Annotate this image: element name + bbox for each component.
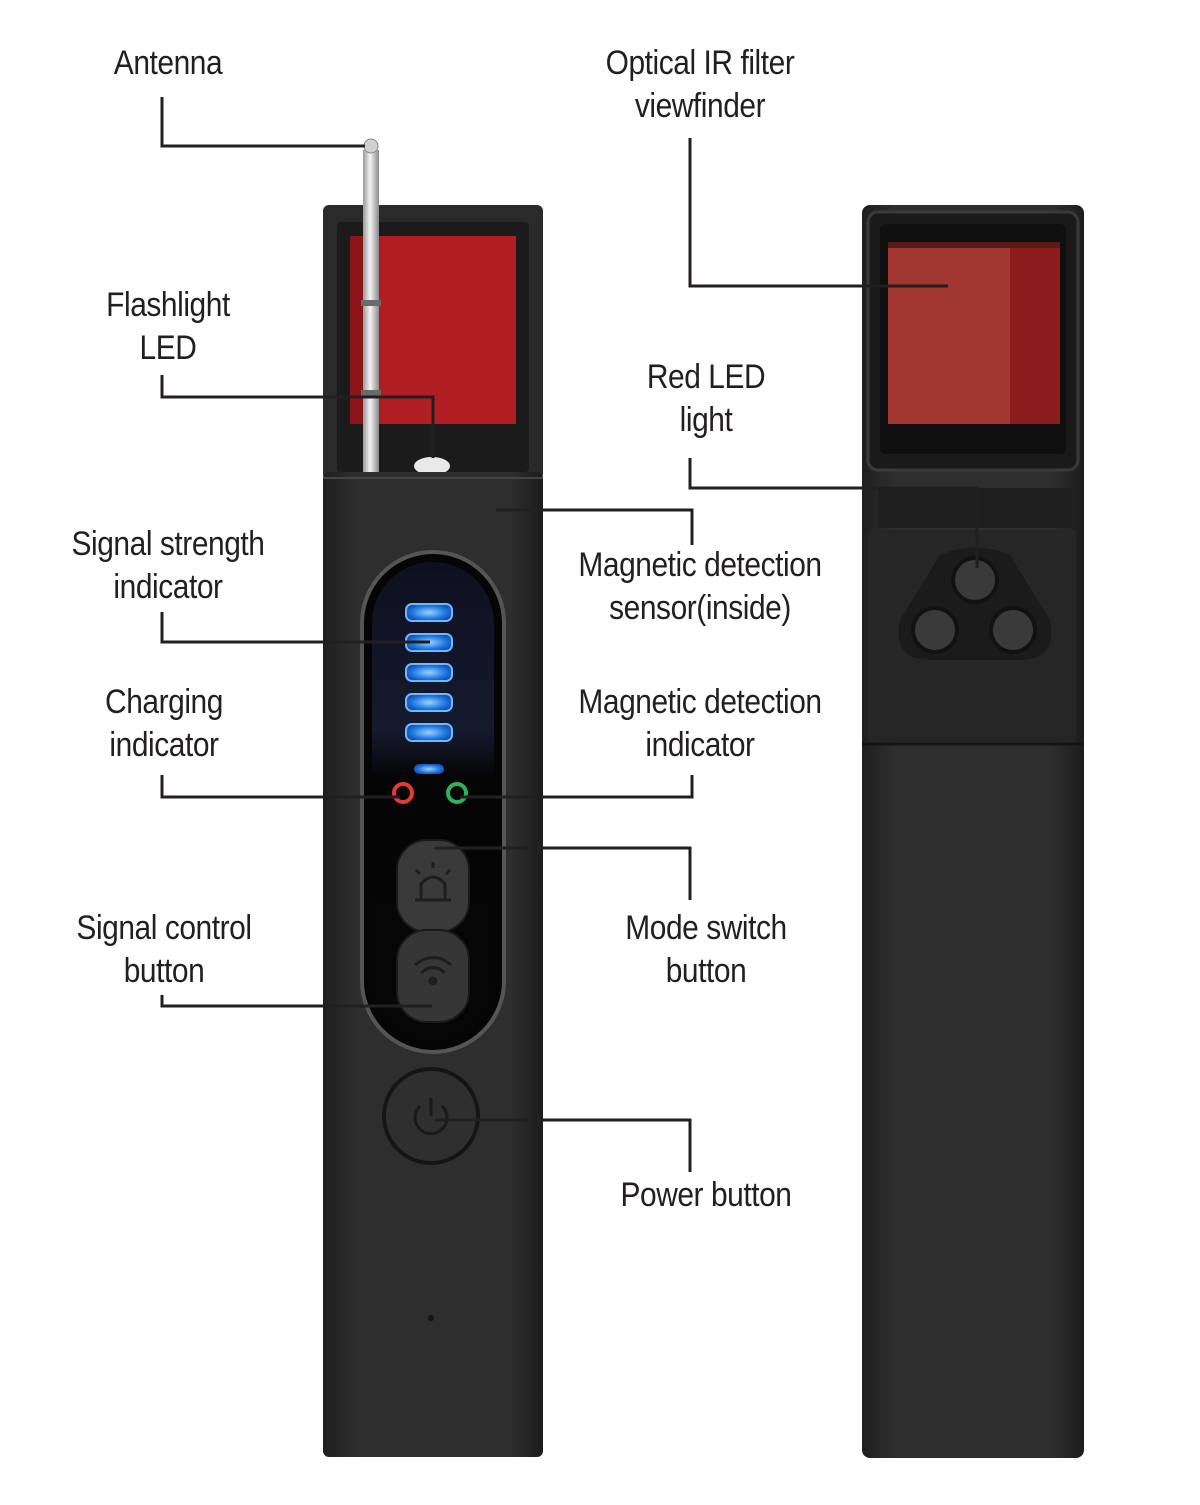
antenna (361, 139, 381, 472)
label-magnetic-indicator-line2: indicator (559, 724, 841, 767)
label-power-line1: Power button (565, 1174, 847, 1217)
label-signal-strength-line1: Signal strength (27, 523, 309, 566)
antenna-leader (162, 97, 365, 146)
label-charging-line1: Charging (23, 681, 305, 724)
label-red-led-line1: Red LED (565, 356, 847, 399)
label-optical-ir-line2: viewfinder (559, 85, 841, 128)
mode-switch-button[interactable] (397, 840, 469, 932)
label-flashlight-line2: LED (27, 327, 309, 370)
label-magnetic-sensor: Magnetic detection sensor(inside) (559, 544, 841, 630)
label-red-led: Red LED light (565, 356, 847, 442)
back-device (862, 205, 1084, 1458)
label-charging-line2: indicator (23, 724, 305, 767)
label-magnetic-indicator: Magnetic detection indicator (559, 681, 841, 767)
label-optical-ir-line1: Optical IR filter (559, 42, 841, 85)
label-antenna-line1: Antenna (27, 42, 309, 85)
label-mode-switch: Mode switch button (565, 907, 847, 993)
label-signal-control-line1: Signal control (23, 907, 305, 950)
label-signal-strength: Signal strength indicator (27, 523, 309, 609)
red-led-light (953, 558, 997, 602)
label-magnetic-sensor-line2: sensor(inside) (559, 587, 841, 630)
signal-control-button[interactable] (397, 930, 469, 1022)
microphone-hole (428, 1315, 434, 1321)
power-button[interactable] (384, 1069, 478, 1163)
label-flashlight-line1: Flashlight (27, 284, 309, 327)
label-signal-control-line2: button (23, 950, 305, 993)
label-magnetic-indicator-line1: Magnetic detection (559, 681, 841, 724)
label-antenna: Antenna (27, 42, 309, 85)
label-charging: Charging indicator (23, 681, 305, 767)
label-power: Power button (565, 1174, 847, 1217)
leader-lines (162, 97, 977, 1172)
label-flashlight: Flashlight LED (27, 284, 309, 370)
label-optical-ir: Optical IR filter viewfinder (559, 42, 841, 128)
label-signal-strength-line2: indicator (27, 566, 309, 609)
label-mode-switch-line2: button (565, 950, 847, 993)
label-signal-control: Signal control button (23, 907, 305, 993)
label-mode-switch-line1: Mode switch (565, 907, 847, 950)
label-red-led-line2: light (565, 399, 847, 442)
label-magnetic-sensor-line1: Magnetic detection (559, 544, 841, 587)
